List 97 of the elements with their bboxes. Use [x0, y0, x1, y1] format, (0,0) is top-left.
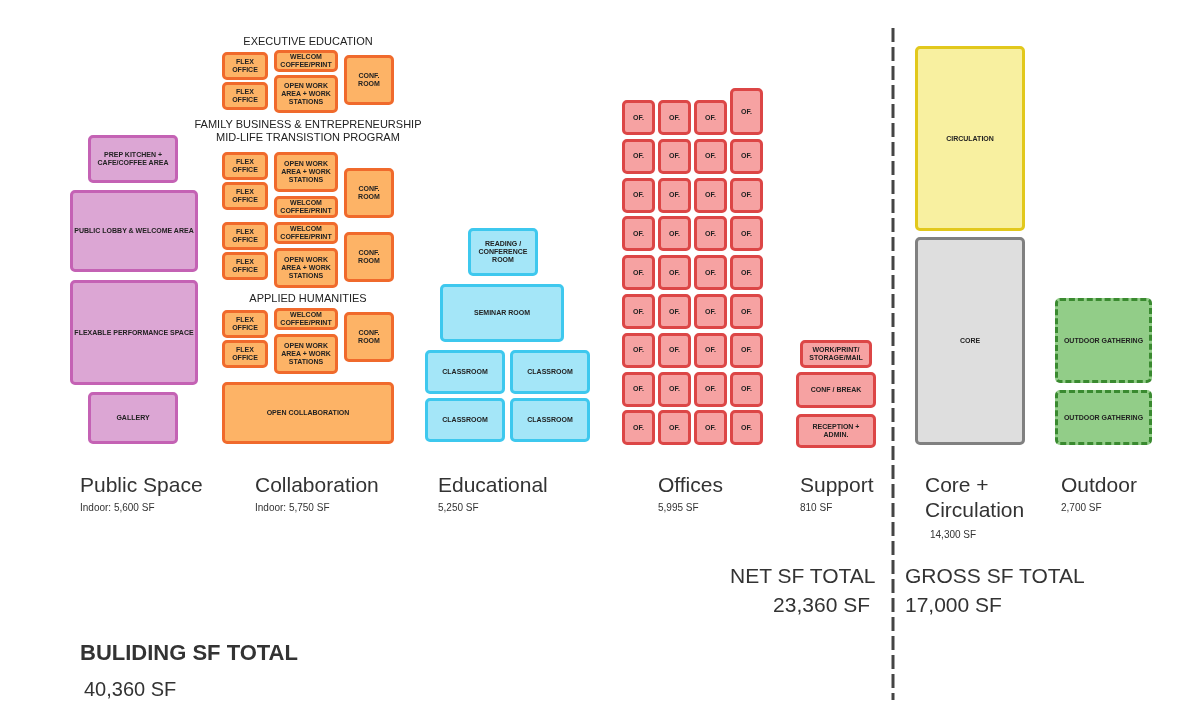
group-heading: FAMILY BUSINESS & ENTREPRENEURSHIP MID-LIFE TRANSISTION PROGRAM: [193, 118, 423, 145]
area-value: 810 SF: [800, 502, 834, 514]
category-title: Outdoor: [1061, 472, 1138, 498]
room-block: [658, 216, 691, 252]
room-block: [274, 334, 338, 374]
room-block: [274, 196, 338, 218]
room-block: [730, 216, 763, 252]
room-block: [510, 350, 590, 394]
room-block: [694, 216, 727, 252]
area-value: 14,300 SF: [930, 529, 978, 541]
room-block: [694, 177, 727, 213]
total-heading: GROSS SF TOTAL: [905, 563, 1086, 589]
room-block: [658, 100, 691, 135]
room-block: [694, 255, 727, 291]
room-block: [274, 152, 338, 192]
area-value: 5,995 SF: [658, 502, 700, 514]
room-block: [622, 177, 655, 213]
room-block: [274, 75, 338, 113]
group-heading: EXECUTIVE EDUCATION: [242, 35, 374, 49]
area-value: Indoor: 5,600 SF: [80, 502, 156, 514]
category-title: Core + Circulation: [925, 472, 1026, 523]
room-block: [622, 138, 655, 174]
room-block: [658, 371, 691, 407]
room-block: [222, 310, 268, 338]
room-block: [1055, 390, 1152, 445]
total-value: 17,000 SF: [905, 592, 1003, 618]
room-block: [658, 255, 691, 291]
room-block: [658, 294, 691, 329]
room-block: [468, 228, 538, 276]
room-block: [425, 398, 505, 442]
room-block: [344, 55, 394, 105]
room-block: [915, 237, 1025, 445]
room-block: [344, 232, 394, 282]
room-block: [694, 100, 727, 135]
room-block: [622, 216, 655, 252]
room-block: [796, 372, 876, 408]
room-block: [222, 82, 268, 110]
category-title: Offices: [658, 472, 724, 498]
room-block: [425, 350, 505, 394]
room-block: [796, 414, 876, 448]
room-block: [440, 284, 564, 342]
room-block: [694, 294, 727, 329]
category-title: Collaboration: [255, 472, 380, 498]
room-block: [1055, 298, 1152, 383]
room-block: [622, 332, 655, 368]
room-block: [222, 252, 268, 280]
room-block: [622, 294, 655, 329]
room-block: [658, 332, 691, 368]
room-block: [222, 340, 268, 368]
room-block: [88, 135, 178, 183]
room-block: [222, 382, 394, 444]
room-block: [694, 332, 727, 368]
room-block: [510, 398, 590, 442]
room-block: [70, 190, 198, 272]
room-block: [222, 52, 268, 80]
room-block: [730, 177, 763, 213]
room-block: [222, 182, 268, 210]
room-block: [274, 50, 338, 72]
room-block: [222, 222, 268, 250]
room-block: [658, 410, 691, 446]
room-block: [730, 294, 763, 329]
category-title: Educational: [438, 472, 549, 498]
total-heading: NET SF TOTAL: [730, 563, 877, 589]
room-block: [694, 371, 727, 407]
room-block: [274, 222, 338, 244]
room-block: [658, 138, 691, 174]
total-heading: BULIDING SF TOTAL: [80, 640, 299, 667]
room-block: [730, 332, 763, 368]
area-value: Indoor: 5,750 SF: [255, 502, 331, 514]
area-value: 2,700 SF: [1061, 502, 1103, 514]
room-block: [730, 371, 763, 407]
room-block: [70, 280, 198, 385]
group-heading: APPLIED HUMANITIES: [248, 292, 368, 306]
room-block: [344, 168, 394, 218]
room-block: [694, 410, 727, 446]
category-title: Public Space: [80, 472, 204, 498]
room-block: [88, 392, 178, 444]
room-block: [222, 152, 268, 180]
area-value: 5,250 SF: [438, 502, 480, 514]
room-block: [800, 340, 872, 368]
room-block: [622, 100, 655, 135]
room-block: [730, 138, 763, 174]
room-block: [274, 248, 338, 288]
room-block: [915, 46, 1025, 231]
room-block: [344, 312, 394, 362]
total-value: 40,360 SF: [84, 677, 178, 701]
room-block: [622, 410, 655, 446]
room-block: [622, 255, 655, 291]
room-block: [658, 177, 691, 213]
room-block: [730, 255, 763, 291]
category-title: Support: [800, 472, 875, 498]
room-block: [274, 308, 338, 330]
room-block: [730, 88, 763, 135]
room-block: [730, 410, 763, 446]
room-block: [694, 138, 727, 174]
room-block: [622, 371, 655, 407]
total-value: 23,360 SF: [772, 592, 870, 618]
